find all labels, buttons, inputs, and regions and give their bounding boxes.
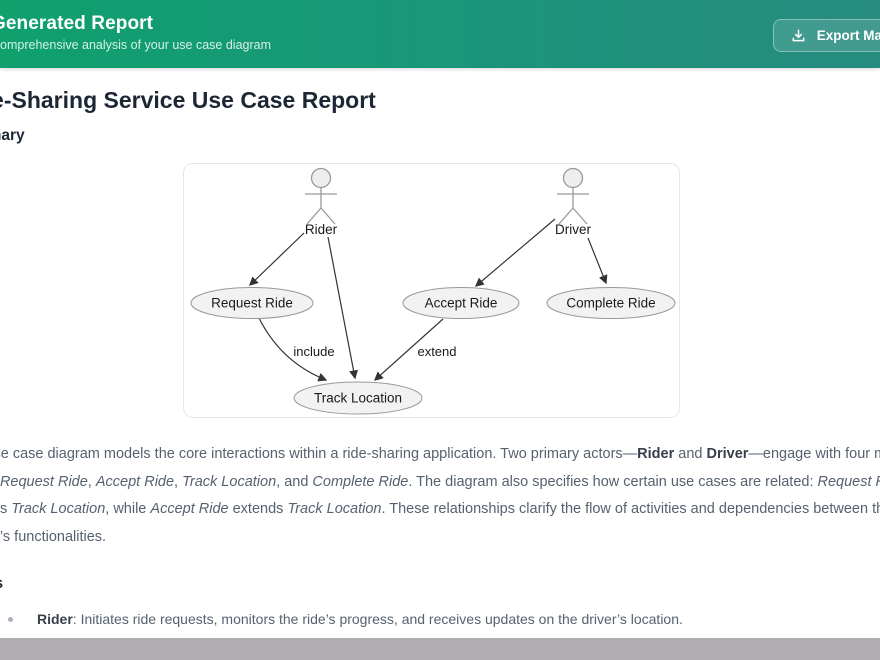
accept-ride-node — [402, 287, 520, 319]
summary-heading: Summary — [0, 127, 25, 144]
actor-list-item-rider: Rider: Initiates ride requests, monitors… — [0, 610, 880, 629]
accept-ride-label: Accept Ride — [425, 296, 498, 311]
edge-extend — [373, 318, 444, 381]
report-header: Generated Report Comprehensive analysis … — [0, 0, 880, 68]
header-title: Generated Report — [0, 13, 154, 34]
summary-paragraph: This use case diagram models the core in… — [0, 446, 880, 545]
driver-actor-label: Driver — [555, 222, 592, 237]
track-location-node — [293, 381, 423, 415]
actors-heading: Actors — [0, 574, 880, 593]
diagram-edges — [249, 218, 608, 382]
include-edge-label: include — [293, 344, 334, 359]
bottom-gray-bar — [0, 638, 880, 660]
export-button-label: Export Markdown — [816, 28, 880, 43]
request-ride-label: Request Ride — [211, 296, 293, 311]
edge-driver-complete-ride — [587, 237, 608, 285]
download-icon — [791, 28, 806, 43]
export-markdown-button[interactable]: Export Markdown — [772, 19, 880, 52]
header-text-block: Generated Report Comprehensive analysis … — [0, 13, 271, 52]
use-case-nodes: Request Ride Accept Ride Complete Ride T… — [190, 287, 676, 415]
driver-actor-figure — [557, 167, 589, 225]
complete-ride-node — [546, 287, 676, 319]
edge-include — [258, 317, 328, 382]
actor-rider-description: Rider: Initiates ride requests, monitors… — [37, 611, 683, 627]
rider-actor-label: Rider — [305, 222, 338, 237]
track-location-label: Track Location — [314, 391, 402, 406]
report-body: Ride-Sharing Service Use Case Report Sum… — [0, 86, 880, 660]
header-subtitle: Comprehensive analysis of your use case … — [0, 38, 271, 52]
use-case-diagram-card: include extend Rider — [183, 163, 680, 418]
page-title: Ride-Sharing Service Use Case Report — [0, 87, 376, 113]
edge-rider-request-ride — [249, 232, 305, 286]
use-case-diagram: include extend Rider — [190, 167, 676, 415]
request-ride-node — [190, 287, 314, 319]
extend-edge-label: extend — [417, 344, 456, 359]
complete-ride-label: Complete Ride — [566, 296, 655, 311]
edge-driver-accept-ride — [474, 218, 556, 287]
rider-actor-figure — [305, 167, 337, 225]
edge-rider-track-location — [327, 236, 358, 380]
